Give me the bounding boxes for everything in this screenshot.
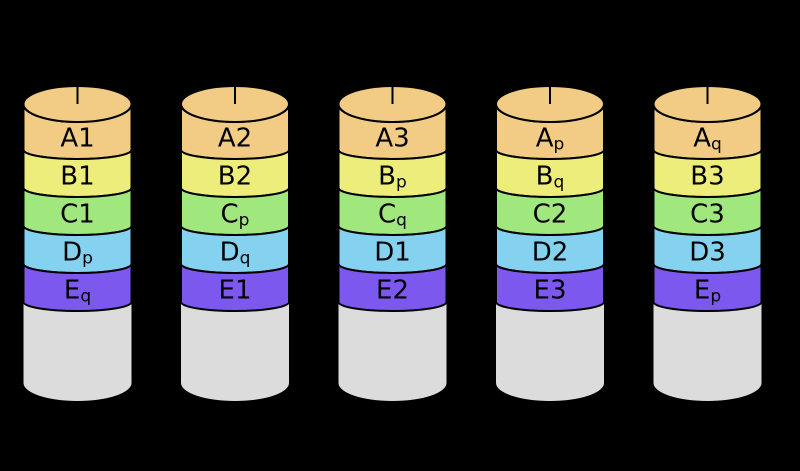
- stripe-label-C1: C1: [60, 200, 95, 230]
- stripe-label-subscript: p: [554, 135, 565, 155]
- stripe-label-subscript: q: [80, 287, 91, 307]
- stripe-label-base: D: [532, 238, 552, 268]
- stripe-disk-2-E: [180, 263, 290, 312]
- stripe-label-base: B: [60, 162, 78, 192]
- stripe-label-base: C: [60, 200, 78, 230]
- stripe-label-base: D: [62, 238, 82, 268]
- stripe-label-suffix: 1: [235, 276, 252, 306]
- stripe-label-suffix: 2: [552, 238, 569, 268]
- stripe-label-base: B: [536, 162, 554, 192]
- stripe-label-Cp: Cp: [221, 200, 250, 231]
- stripe-label-base: E: [376, 276, 392, 306]
- stripe-disk-1-E: [22, 263, 133, 312]
- stripe-label-Ep: Ep: [694, 276, 721, 307]
- stripe-label-base: A: [536, 124, 554, 154]
- stripe-label-subscript: p: [239, 211, 250, 231]
- stripe-label-suffix: 2: [236, 124, 253, 154]
- stripe-label-E3: E3: [534, 276, 567, 306]
- disk-body: [338, 302, 447, 401]
- stripe-label-base: C: [378, 200, 396, 230]
- stripe-label-D3: D3: [689, 238, 726, 268]
- stripe-label-suffix: 3: [708, 200, 725, 230]
- stripe-label-E2: E2: [376, 276, 409, 306]
- stripe-label-suffix: 2: [392, 276, 409, 306]
- disk-body: [496, 302, 604, 401]
- stripe-label-subscript: q: [554, 173, 565, 193]
- stripe-label-base: B: [690, 162, 708, 192]
- stripe-label-suffix: 1: [78, 124, 95, 154]
- stripe-label-base: C: [221, 200, 239, 230]
- stripe-label-base: E: [219, 276, 235, 306]
- stripe-label-Bq: Bq: [536, 162, 565, 193]
- stripe-label-base: B: [218, 162, 236, 192]
- stripe-label-base: E: [64, 276, 80, 306]
- stripe-label-Cq: Cq: [378, 200, 407, 231]
- stripe-label-base: E: [694, 276, 710, 306]
- stripe-label-subscript: q: [240, 249, 251, 269]
- stripe-label-Bp: Bp: [378, 162, 407, 193]
- stripe-label-subscript: p: [710, 287, 721, 307]
- disk-body: [653, 302, 762, 401]
- stripe-label-base: A: [218, 124, 236, 154]
- stripe-label-base: A: [693, 124, 711, 154]
- disk-body: [23, 302, 132, 401]
- stripe-label-D1: D1: [374, 238, 411, 268]
- stripe-label-subscript: p: [396, 173, 407, 193]
- stripe-label-suffix: 1: [78, 200, 95, 230]
- stripe-label-base: C: [533, 200, 551, 230]
- stripe-label-suffix: 3: [709, 238, 726, 268]
- stripe-label-base: B: [378, 162, 396, 192]
- stripe-label-subscript: q: [396, 211, 407, 231]
- stripe-label-suffix: 2: [236, 162, 253, 192]
- stripe-disk-3-E: [337, 263, 448, 312]
- stripe-label-B1: B1: [60, 162, 94, 192]
- stripe-label-Aq: Aq: [693, 124, 722, 155]
- stripe-label-suffix: 1: [394, 238, 411, 268]
- stripe-label-base: A: [60, 124, 78, 154]
- stripe-label-C3: C3: [690, 200, 725, 230]
- stripe-label-base: C: [690, 200, 708, 230]
- stripe-label-E1: E1: [219, 276, 252, 306]
- stripe-label-suffix: 1: [78, 162, 95, 192]
- stripe-label-A1: A1: [60, 124, 94, 154]
- stripe-label-Dp: Dp: [62, 238, 93, 269]
- stripe-label-base: E: [534, 276, 550, 306]
- stripe-label-subscript: p: [82, 249, 93, 269]
- stripe-label-D2: D2: [532, 238, 569, 268]
- stripe-label-base: D: [220, 238, 240, 268]
- stripe-label-Eq: Eq: [64, 276, 91, 307]
- stripe-label-A2: A2: [218, 124, 252, 154]
- stripe-label-base: A: [375, 124, 393, 154]
- stripe-label-Dq: Dq: [220, 238, 251, 269]
- stripe-label-B2: B2: [218, 162, 252, 192]
- stripe-disk-5-E: [652, 263, 763, 312]
- stripe-label-B3: B3: [690, 162, 724, 192]
- stripe-label-suffix: 3: [550, 276, 567, 306]
- stripe-disk-4-E: [495, 263, 605, 312]
- stripe-label-subscript: q: [711, 135, 722, 155]
- stripe-label-suffix: 2: [551, 200, 568, 230]
- stripe-label-base: D: [374, 238, 394, 268]
- stripe-label-suffix: 3: [393, 124, 410, 154]
- stripe-label-base: D: [689, 238, 709, 268]
- stripe-label-suffix: 3: [708, 162, 725, 192]
- stripe-label-C2: C2: [533, 200, 568, 230]
- disk-body: [181, 302, 289, 401]
- stripe-label-A3: A3: [375, 124, 409, 154]
- stripe-label-Ap: Ap: [536, 124, 565, 155]
